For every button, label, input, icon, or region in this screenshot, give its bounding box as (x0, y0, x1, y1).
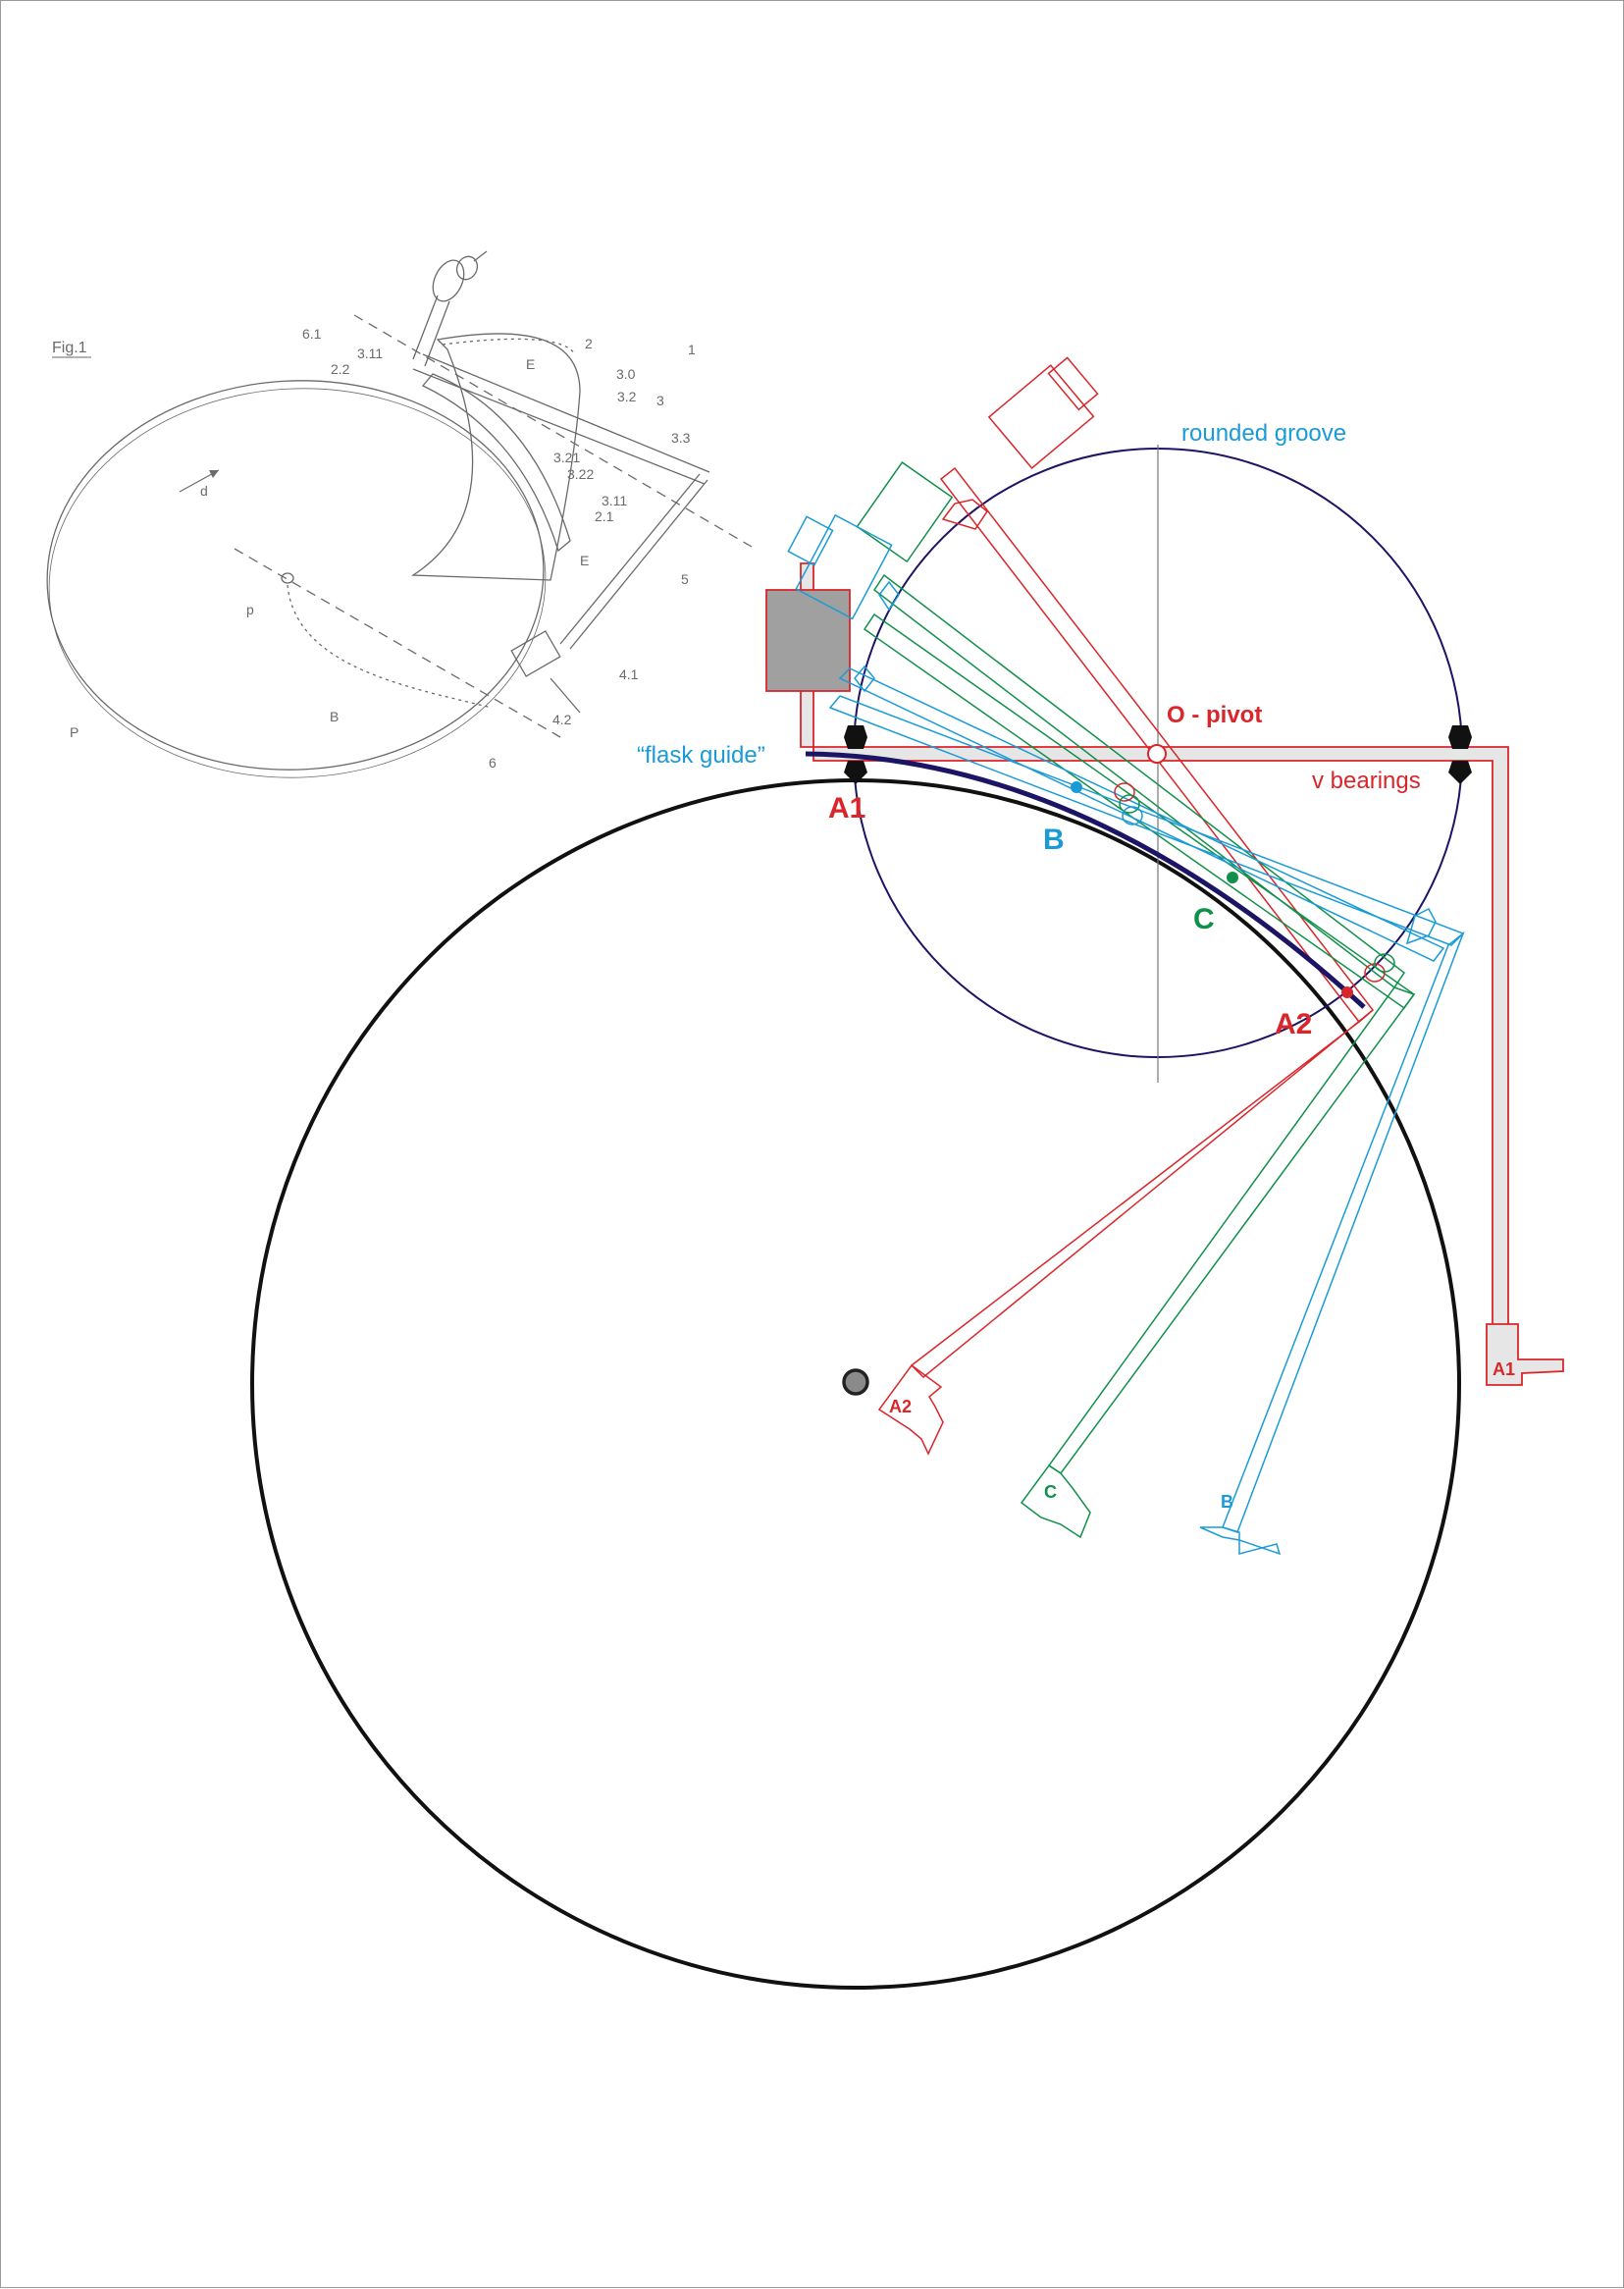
sketch-counterweight (432, 259, 465, 302)
ref-3-11-bottom: 3.11 (602, 493, 627, 508)
v-bearing-right-bottom (1448, 761, 1472, 784)
ref-3-3: 3.3 (671, 430, 691, 446)
ref-6: 6 (489, 755, 497, 771)
headshell-label-a1: A1 (1493, 1359, 1515, 1379)
ref-e-top: E (526, 356, 535, 372)
pivot-o (1147, 744, 1167, 764)
v-bearings (844, 725, 1472, 784)
fig1-sketch (46, 250, 753, 778)
ref-big-p: P (70, 724, 79, 740)
ref-2: 2 (585, 336, 593, 351)
ref-3-22: 3.22 (567, 466, 594, 482)
point-c-dot (1227, 872, 1238, 883)
sketch-spindle (281, 572, 294, 584)
spindle (842, 1368, 869, 1396)
point-b-dot (1071, 781, 1082, 793)
label-b: B (1043, 824, 1065, 856)
sketch-arc-b (287, 584, 493, 709)
v-bearing-right-top (1448, 725, 1472, 749)
ref-3-11-top: 3.11 (357, 346, 383, 361)
ref-1: 1 (688, 342, 696, 357)
label-a1: A1 (828, 792, 865, 825)
ref-4-2: 4.2 (552, 712, 572, 727)
groove-followers (854, 499, 1395, 983)
ref-p: p (246, 602, 254, 617)
ref-6-1: 6.1 (302, 326, 322, 342)
ref-d: d (200, 483, 208, 499)
headshell-label-a2: A2 (889, 1397, 912, 1416)
ref-2-2: 2.2 (331, 361, 350, 377)
v-bearing-left-bottom (844, 761, 867, 784)
arm-a1 (765, 562, 1564, 1386)
sketch-groove-plate (410, 333, 581, 581)
ref-2-1: 2.1 (595, 508, 614, 524)
ref-3-2: 3.2 (617, 389, 637, 404)
ref-e-bottom: E (580, 553, 589, 568)
ref-b: B (330, 709, 339, 724)
sketch-dotted-arc (442, 338, 576, 355)
headshell-label-c: C (1044, 1482, 1057, 1502)
label-pivot: O - pivot (1167, 702, 1262, 728)
fig1-sketch-labels: Fig.1 1 2 3 3.0 3.2 3.3 3.21 3.22 3.11 3… (52, 326, 696, 771)
arm-a2 (877, 356, 1375, 1456)
sketch-platter-edge (48, 388, 547, 778)
arm-c (856, 460, 1416, 1539)
label-rounded-groove: rounded groove (1181, 420, 1346, 447)
a1-headshell (1486, 1323, 1564, 1386)
label-flask-guide: “flask guide” (637, 742, 765, 769)
a1-counterweight (765, 589, 851, 692)
label-v-bearings: v bearings (1312, 768, 1421, 794)
v-bearing-left-top (844, 725, 867, 749)
sketch-platter (46, 380, 545, 771)
fig1-label: Fig.1 (52, 340, 87, 356)
ref-3-21: 3.21 (553, 450, 580, 465)
headshell-label-b: B (1221, 1492, 1233, 1512)
ref-3: 3 (656, 393, 664, 408)
point-a2-dot (1341, 986, 1353, 998)
label-a2: A2 (1275, 1008, 1312, 1040)
flask-guide-arc (805, 751, 1366, 1009)
ref-5: 5 (681, 571, 689, 587)
label-c: C (1193, 903, 1215, 935)
sketch-groove-inner (421, 373, 571, 553)
ref-4-1: 4.1 (619, 666, 639, 682)
ref-3-0: 3.0 (616, 366, 636, 382)
arm-b (787, 513, 1465, 1556)
sketch-dashed-axis-1 (234, 548, 561, 738)
